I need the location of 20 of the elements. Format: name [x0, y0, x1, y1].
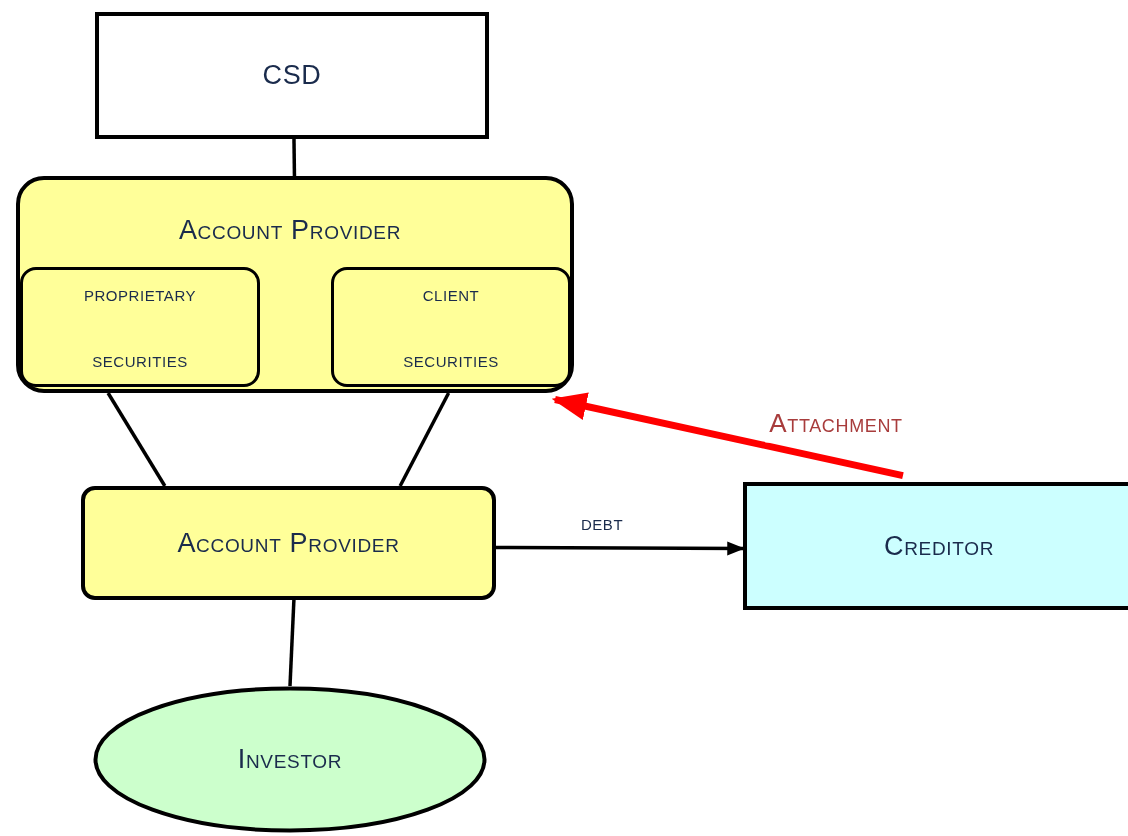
node-label: client securities	[402, 280, 500, 374]
account-box	[331, 267, 571, 387]
ellipse-node	[93, 686, 487, 833]
account-box	[20, 267, 260, 387]
arrow	[496, 541, 745, 556]
connector-line	[106, 392, 167, 487]
group-box	[16, 176, 574, 393]
node-label: Creditor	[883, 529, 995, 563]
process-box	[95, 12, 489, 139]
node-label: proprietary securities	[82, 280, 198, 374]
node-label: Account Provider	[177, 526, 400, 560]
node-label: Investor	[237, 743, 343, 777]
process-box	[81, 486, 496, 600]
group-heading: Account Provider	[177, 214, 403, 247]
connector-line	[292, 138, 297, 176]
arrow	[551, 392, 904, 479]
connector-line	[398, 392, 451, 487]
node-label: CSD	[262, 59, 322, 93]
process-box	[743, 482, 1128, 610]
connector-line	[288, 599, 296, 687]
